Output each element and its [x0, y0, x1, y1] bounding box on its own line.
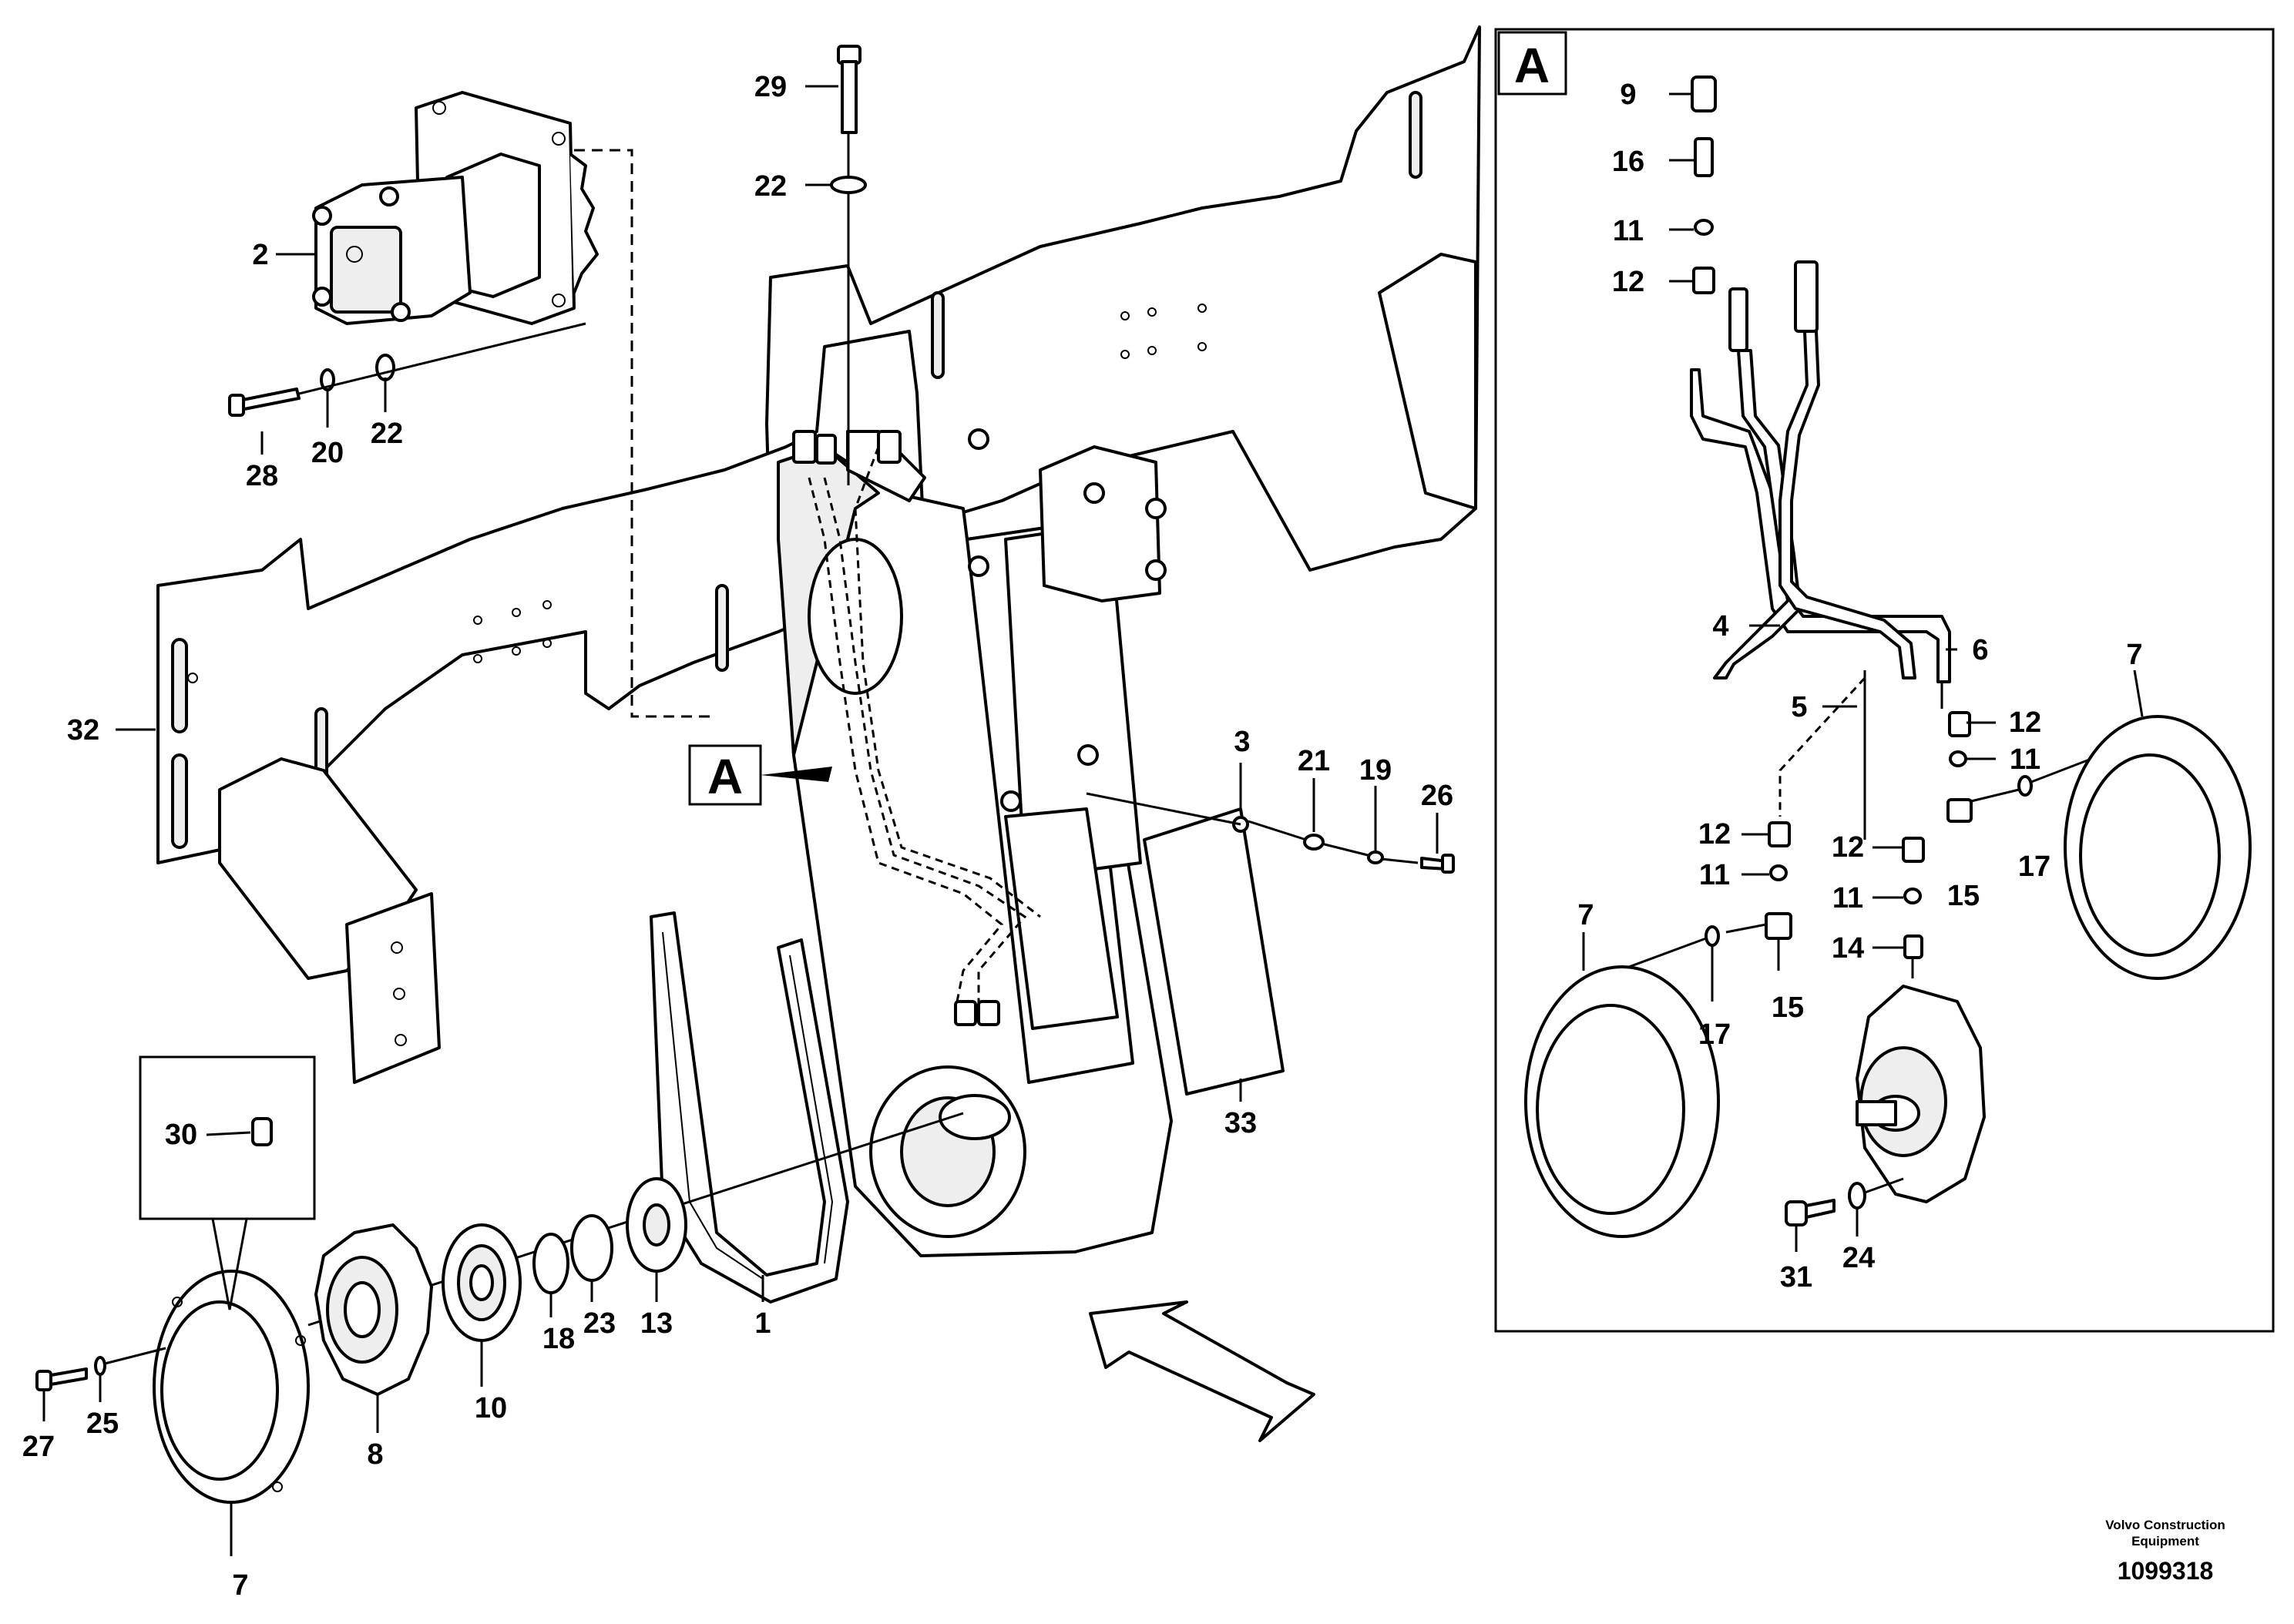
hydraulic-motor — [312, 91, 599, 325]
callout-label-a: A — [707, 749, 743, 804]
callout-20: 20 — [311, 437, 344, 469]
callout-22b: 22 — [371, 418, 403, 450]
callout-21: 21 — [1298, 745, 1330, 777]
callout-23: 23 — [583, 1307, 616, 1340]
callout-1: 1 — [754, 1307, 771, 1340]
callout-33: 33 — [1224, 1107, 1257, 1139]
callout-8: 8 — [367, 1438, 383, 1471]
inset-callout-9: 9 — [1620, 79, 1636, 111]
inset-callout-14: 14 — [1832, 932, 1864, 965]
inset-detail-a: A — [1494, 28, 2275, 1333]
inset-callout-11c: 11 — [1699, 859, 1730, 891]
motor-bolt-set — [228, 322, 586, 417]
rear-mounting-plate — [765, 25, 1481, 572]
drawing-number: 1099318 — [2118, 1557, 2214, 1585]
credit-line-1: Volvo Construction — [2105, 1518, 2225, 1532]
callout-27: 27 — [22, 1431, 55, 1463]
callout-7: 7 — [232, 1569, 248, 1602]
publisher-credit: Volvo Construction Equipment 1099318 — [2105, 1518, 2225, 1585]
callout-2: 2 — [252, 239, 268, 271]
inset-callout-24: 24 — [1842, 1242, 1875, 1274]
drive-spacers — [532, 1177, 687, 1294]
cover-plate-33 — [1086, 792, 1455, 1096]
inset-callout-7: 7 — [2126, 639, 2142, 671]
inset-callout-5: 5 — [1791, 691, 1807, 723]
bolt-29 — [830, 45, 867, 485]
inset-callout-6: 6 — [1972, 634, 1988, 666]
inset-callout-12c: 12 — [1698, 818, 1731, 851]
inset-callout-15b: 15 — [1772, 992, 1804, 1024]
inset-callout-12b: 12 — [2009, 706, 2041, 739]
callout-28: 28 — [246, 460, 278, 492]
callout-flag-a: A — [688, 744, 832, 806]
top-fittings — [792, 430, 1000, 1026]
inset-callout-11: 11 — [1613, 215, 1644, 247]
main-leader-lines — [42, 85, 1439, 1556]
inset-callout-11d: 11 — [1832, 882, 1863, 914]
callout-13: 13 — [640, 1307, 673, 1340]
inset-callout-7b: 7 — [1577, 899, 1594, 931]
inset-callout-4: 4 — [1712, 610, 1728, 643]
roller-chain — [650, 911, 849, 1304]
credit-line-2: Equipment — [2131, 1534, 2199, 1549]
callout-18: 18 — [542, 1323, 575, 1355]
callout-22: 22 — [754, 170, 787, 203]
rear-motor — [1039, 445, 1167, 602]
main-callouts: 29 22 2 28 20 22 32 3 21 19 26 33 30 1 1… — [22, 71, 1453, 1602]
callout-30: 30 — [165, 1119, 197, 1151]
inset-label-a: A — [1514, 38, 1550, 93]
callout-3: 3 — [1234, 726, 1250, 758]
callout-26: 26 — [1421, 780, 1453, 812]
callout-box-30 — [139, 1055, 316, 1310]
callout-25: 25 — [86, 1408, 119, 1440]
callout-32: 32 — [67, 714, 99, 747]
front-mounting-plate-32 — [156, 330, 926, 864]
inset-callout-31: 31 — [1780, 1261, 1812, 1293]
inset-callout-12: 12 — [1612, 266, 1644, 298]
inset-callout-11b: 11 — [2010, 743, 2040, 776]
callout-29: 29 — [754, 71, 787, 103]
inset-callout-12d: 12 — [1832, 831, 1864, 864]
rear-tube — [1378, 253, 1477, 510]
callout-19: 19 — [1359, 754, 1392, 787]
inset-callout-17: 17 — [2018, 851, 2050, 883]
inset-callout-17b: 17 — [1698, 1018, 1731, 1051]
direction-arrow — [1089, 1300, 1315, 1442]
mounting-tube — [218, 757, 441, 1084]
sprocket-8 — [314, 1223, 433, 1396]
inset-callout-15: 15 — [1947, 880, 1980, 912]
inset-callout-16: 16 — [1612, 146, 1644, 178]
bearing-10 — [442, 1223, 522, 1342]
flange-7 — [153, 1270, 310, 1504]
callout-10: 10 — [475, 1392, 507, 1424]
